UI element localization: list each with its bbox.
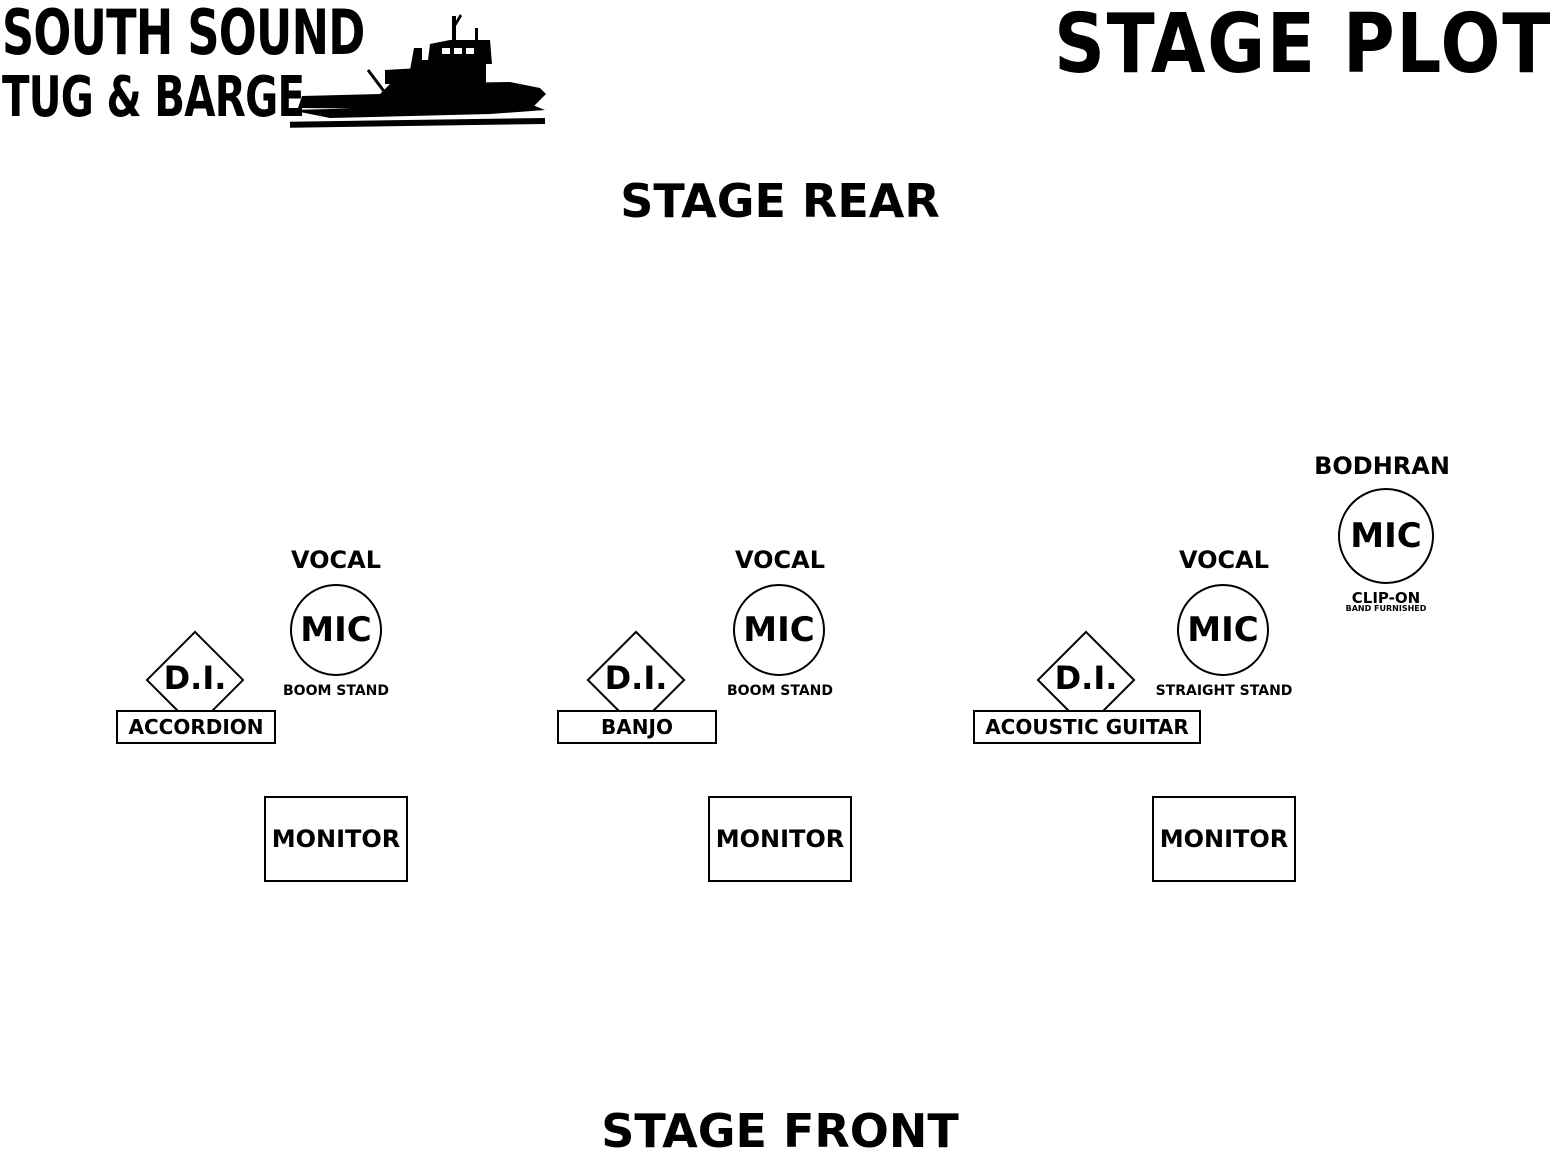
di-box: D.I. (1036, 630, 1136, 730)
tugboat-icon (290, 14, 546, 128)
mic-stand-label: BOOM STAND (727, 683, 833, 699)
di-box: D.I. (145, 630, 245, 730)
instrument-label: ACOUSTIC GUITAR (973, 710, 1201, 744)
vocal-label: VOCAL (290, 546, 382, 574)
stage-rear-label: STAGE REAR (620, 174, 940, 228)
vocal-mic: MIC (733, 584, 825, 676)
di-label: D.I. (163, 659, 227, 697)
vocal-label: VOCAL (734, 546, 826, 574)
page-title: STAGE PLOT (1054, 0, 1552, 92)
vocal-label: VOCAL (1178, 546, 1270, 574)
stage-front-label: STAGE FRONT (601, 1104, 959, 1158)
monitor-wedge: MONITOR (1152, 796, 1296, 882)
monitor-wedge: MONITOR (264, 796, 408, 882)
vocal-mic: MIC (290, 584, 382, 676)
mic-stand-label: BOOM STAND (283, 683, 389, 699)
mic-stand-label: STRAIGHT STAND (1155, 683, 1293, 699)
mic-mount-label: CLIP-ON (1351, 589, 1421, 607)
band-furnished-note: BAND FURNISHED (1345, 604, 1427, 613)
instrument-label: ACCORDION (116, 710, 276, 744)
monitor-wedge: MONITOR (708, 796, 852, 882)
logo-line-2: TUG & BARGE (2, 65, 305, 130)
di-label: D.I. (1054, 659, 1118, 697)
vocal-mic: MIC (1177, 584, 1269, 676)
bodhran-mic: MIC (1338, 488, 1434, 584)
instrument-label: BANJO (557, 710, 717, 744)
logo-line-1: SOUTH SOUND (2, 0, 365, 69)
di-box: D.I. (586, 630, 686, 730)
di-label: D.I. (604, 659, 668, 697)
bodhran-label: BODHRAN (1314, 452, 1450, 480)
